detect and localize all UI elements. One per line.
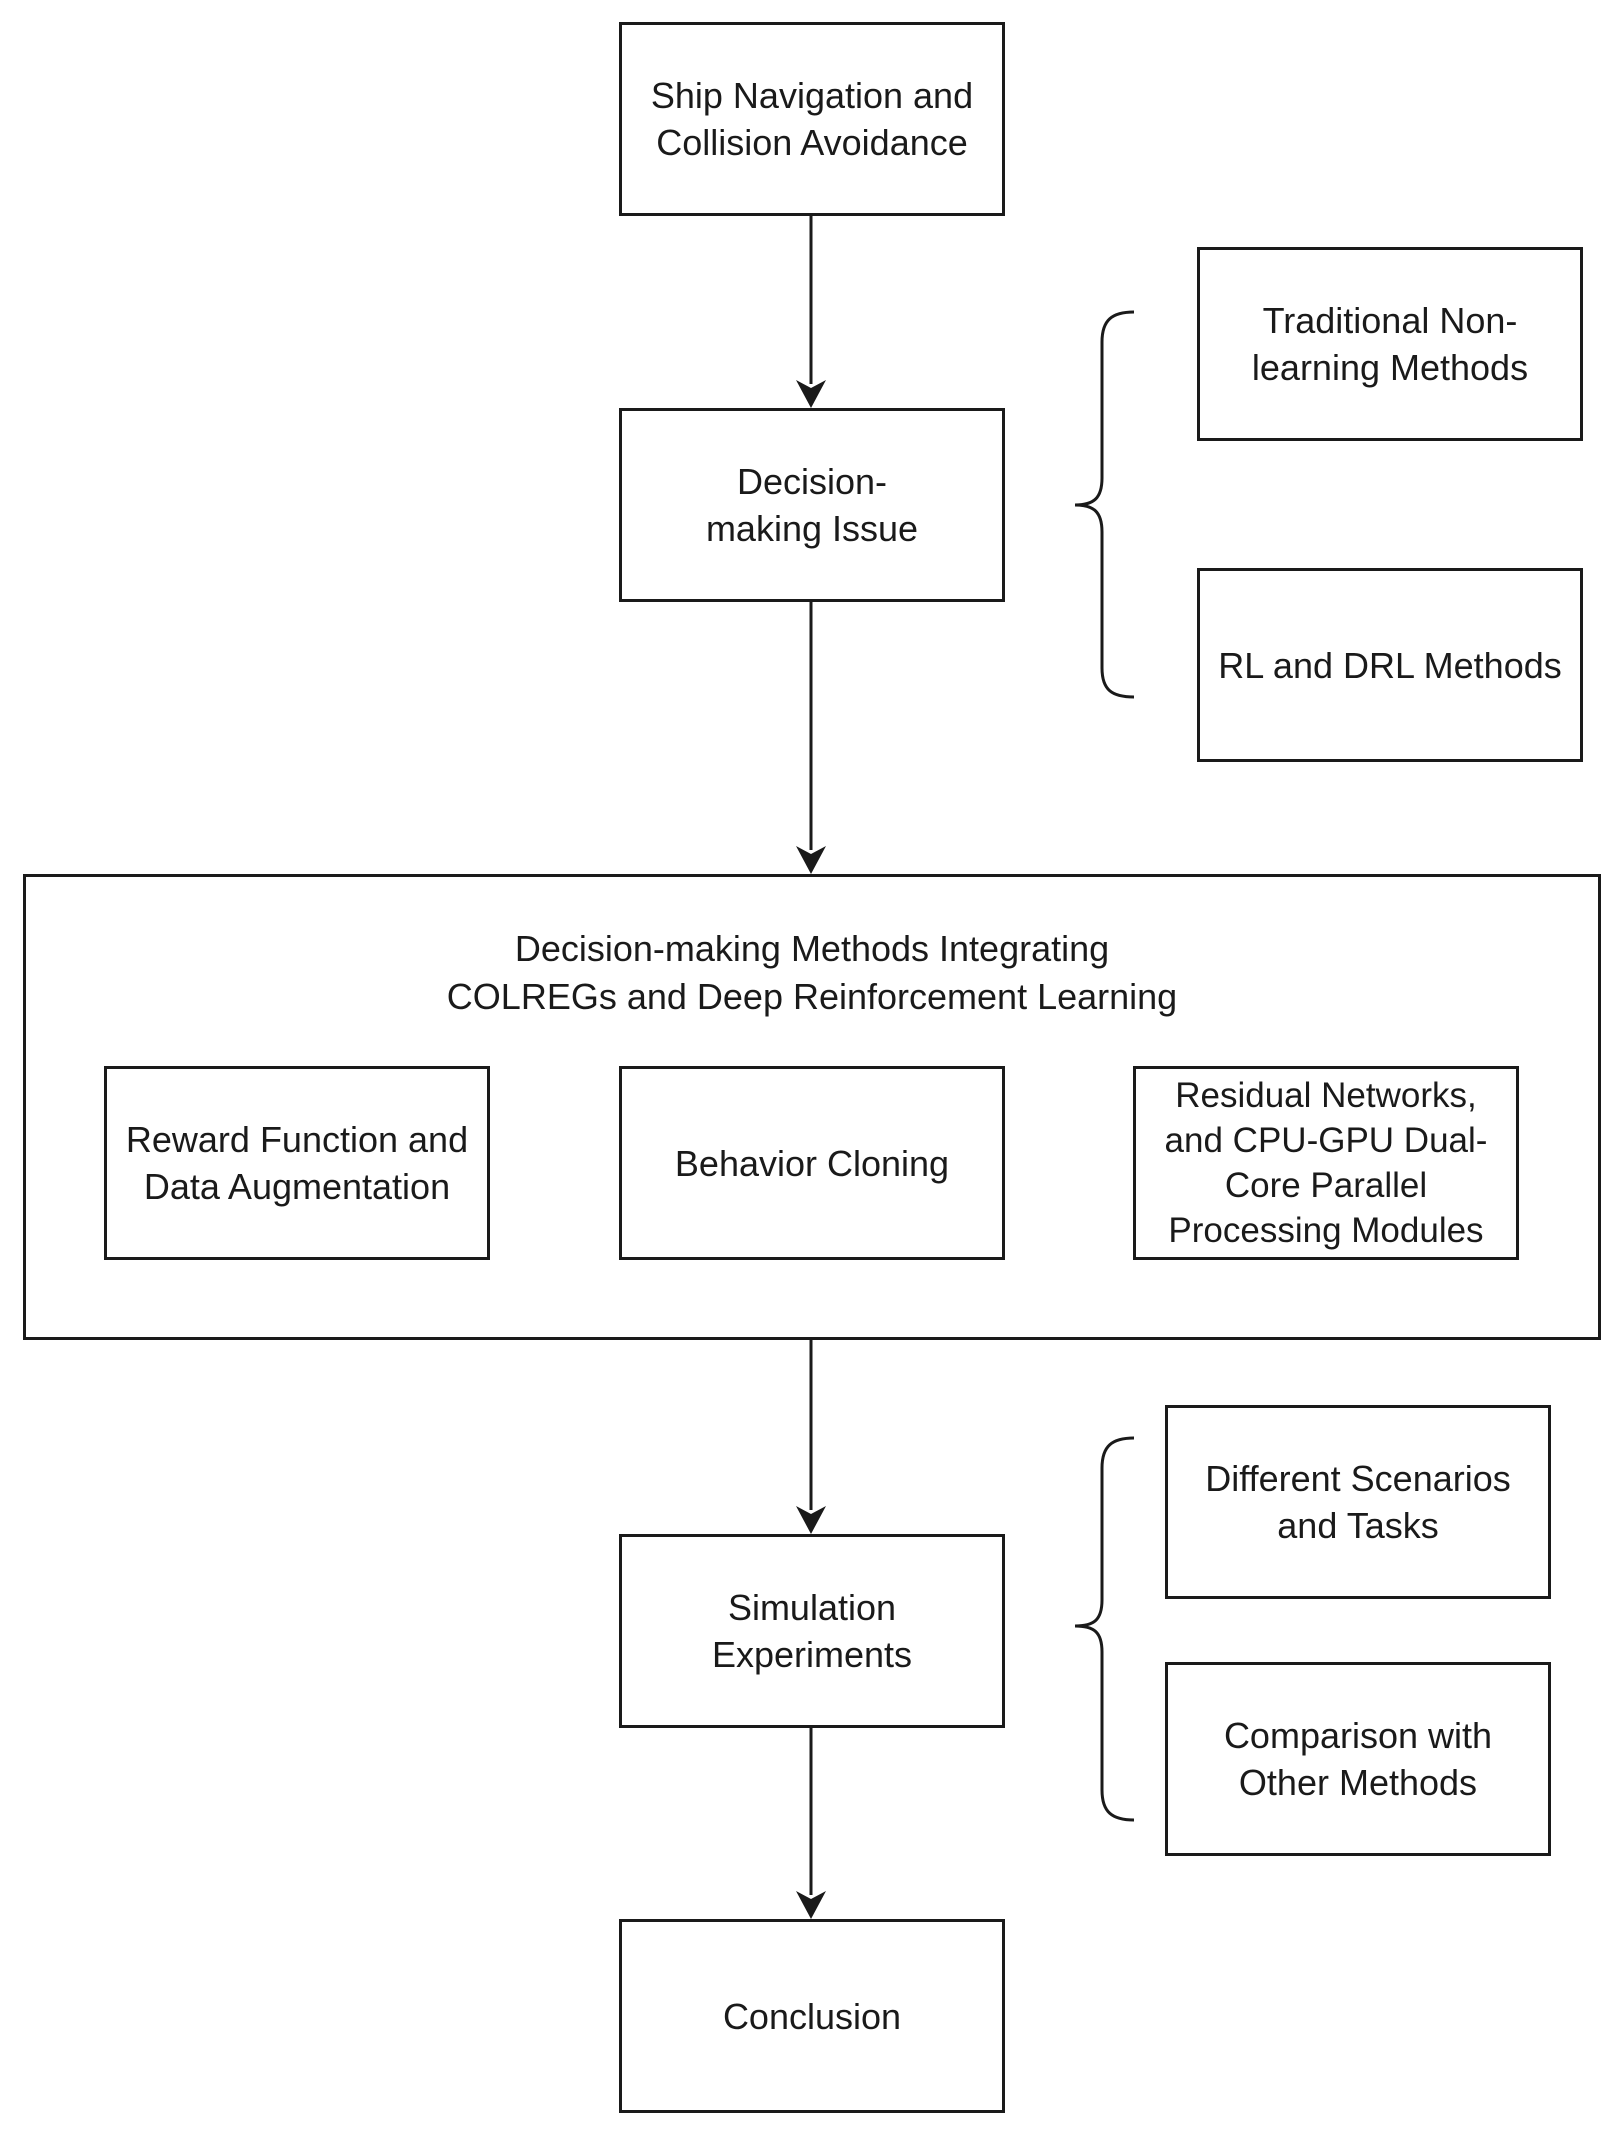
simulation-experiments-box: Simulation Experiments <box>619 1534 1005 1728</box>
curly-brace-simulation <box>1074 1436 1135 1822</box>
ship-navigation-box: Ship Navigation and Collision Avoidance <box>619 22 1005 216</box>
decision-issue-label: Decision- making Issue <box>705 461 919 549</box>
arrow-integrated-to-simulation <box>796 1340 826 1534</box>
simulation-experiments-label: Simulation Experiments <box>711 1587 913 1675</box>
rl-drl-methods-label: RL and DRL Methods <box>1218 644 1562 686</box>
traditional-methods-label: Traditional Non- learning Methods <box>1251 300 1529 388</box>
integrated-methods-title: Decision-making Methods Integrating COLR… <box>446 928 1178 1017</box>
arrow-decision-to-integrated <box>796 601 826 874</box>
residual-networks-box: Residual Networks, and CPU-GPU Dual- Cor… <box>1133 1066 1519 1260</box>
curly-brace-decision <box>1074 310 1135 699</box>
comparison-methods-label: Comparison with Other Methods <box>1223 1715 1493 1803</box>
decision-issue-box: Decision- making Issue <box>619 408 1005 602</box>
behavior-cloning-label: Behavior Cloning <box>674 1142 950 1184</box>
different-scenarios-box: Different Scenarios and Tasks <box>1165 1405 1551 1599</box>
residual-networks-label: Residual Networks, and CPU-GPU Dual- Cor… <box>1164 1076 1488 1250</box>
behavior-cloning-box: Behavior Cloning <box>619 1066 1005 1260</box>
traditional-methods-box: Traditional Non- learning Methods <box>1197 247 1583 441</box>
ship-navigation-label: Ship Navigation and Collision Avoidance <box>650 75 974 163</box>
reward-function-label: Reward Function and Data Augmentation <box>125 1119 469 1207</box>
arrow-ship-to-decision <box>796 216 826 408</box>
arrow-simulation-to-conclusion <box>796 1726 826 1919</box>
different-scenarios-label: Different Scenarios and Tasks <box>1205 1458 1511 1546</box>
integrated-methods-container: Decision-making Methods Integrating COLR… <box>23 874 1601 1340</box>
conclusion-box: Conclusion <box>619 1919 1005 2113</box>
conclusion-label: Conclusion <box>722 1995 902 2037</box>
rl-drl-methods-box: RL and DRL Methods <box>1197 568 1583 762</box>
comparison-methods-box: Comparison with Other Methods <box>1165 1662 1551 1856</box>
reward-function-box: Reward Function and Data Augmentation <box>104 1066 490 1260</box>
